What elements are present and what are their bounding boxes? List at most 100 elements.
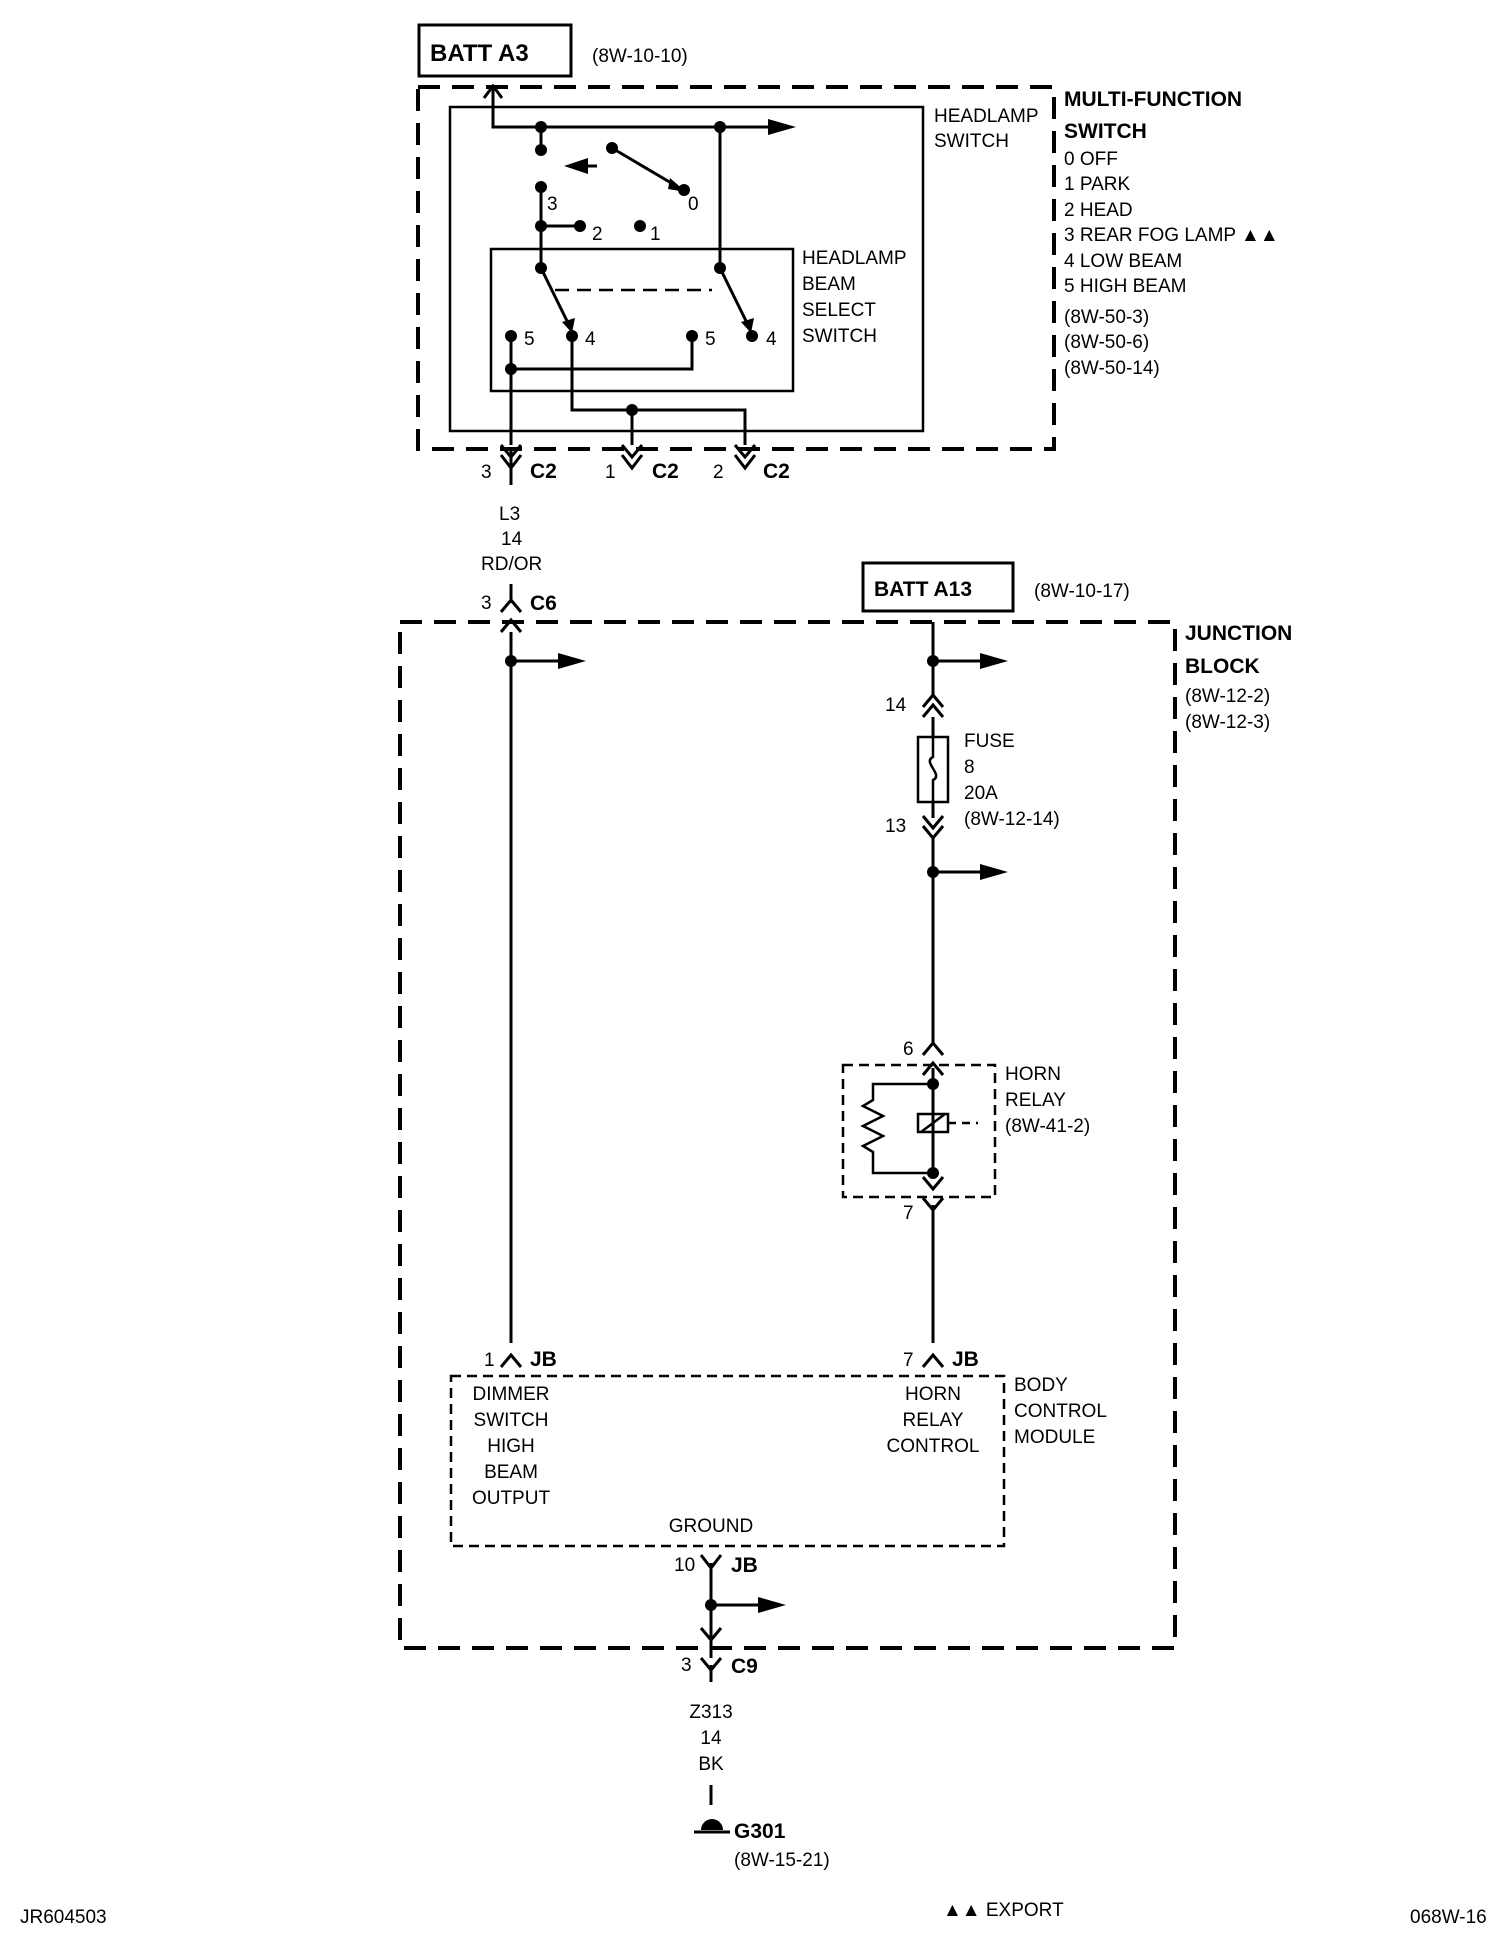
fuse-label-4: (8W-12-14) <box>964 809 1060 830</box>
junction-block-title-2: BLOCK <box>1185 655 1260 678</box>
horn-relay-label-3: (8W-41-2) <box>1005 1116 1090 1137</box>
contact-label-5b: 5 <box>705 329 716 350</box>
fuse-pin-top: 14 <box>885 695 907 716</box>
ground-wire <box>699 1554 786 1805</box>
beam-select-label-1: HEADLAMP <box>802 248 907 269</box>
c6-pin: 3 <box>481 593 492 614</box>
c2-connector-1 <box>620 444 644 471</box>
bcm-title-2: CONTROL <box>1014 1401 1107 1422</box>
wire-z313-color: BK <box>698 1754 724 1775</box>
fuse-pin-bottom: 13 <box>885 816 906 837</box>
c2-name-1: C2 <box>652 460 679 483</box>
headlamp-switch-label-2: SWITCH <box>934 131 1009 152</box>
bcm-horn-line-2: RELAY <box>903 1410 964 1431</box>
mfs-position-1: 1 PARK <box>1064 174 1131 195</box>
batt-a3-label: BATT A3 <box>430 40 529 67</box>
bcm-horn-line-1: HORN <box>905 1384 961 1405</box>
bcm-dimmer-line-4: BEAM <box>484 1462 538 1483</box>
c2-connector-2 <box>733 444 757 471</box>
wire-l3-gauge: 14 <box>501 529 523 550</box>
junction-block-ref-1: (8W-12-2) <box>1185 686 1270 707</box>
bcm-jb-right-pin: 7 <box>903 1350 914 1371</box>
beam-select-switch-box <box>489 247 795 393</box>
wire-z313-gauge: 14 <box>700 1728 722 1749</box>
c2-pin-1: 1 <box>605 462 616 483</box>
beam-select-label-3: SELECT <box>802 300 876 321</box>
mfs-position-2: 2 HEAD <box>1064 200 1133 221</box>
headlamp-switch-label-1: HEADLAMP <box>934 106 1039 127</box>
bcm-jb-left-pin: 1 <box>484 1350 495 1371</box>
batt-a13-ref: (8W-10-17) <box>1034 581 1130 602</box>
junction-block-boundary <box>398 620 1177 1650</box>
junction-block-title-1: JUNCTION <box>1185 622 1292 645</box>
beam-select-label-2: BEAM <box>802 274 856 295</box>
body-control-module-box <box>449 1374 1006 1548</box>
bcm-dimmer-line-1: DIMMER <box>472 1384 549 1405</box>
c9-pin: 3 <box>681 1655 692 1676</box>
wire-l3-circuit: L3 <box>499 504 520 525</box>
batt-a13-label: BATT A13 <box>874 578 972 601</box>
bcm-dimmer-line-2: SWITCH <box>474 1410 549 1431</box>
g301-ref: (8W-15-21) <box>734 1850 830 1871</box>
bcm-dimmer-line-3: HIGH <box>487 1436 535 1457</box>
fuse-label-3: 20A <box>964 783 998 804</box>
horn-relay-pin-top: 6 <box>903 1039 914 1060</box>
footer-left-id: JR604503 <box>20 1907 107 1928</box>
contact-label-4b: 4 <box>766 329 777 350</box>
batt-a3-ref: (8W-10-10) <box>592 46 688 67</box>
batt-a13-box <box>861 561 1015 613</box>
contact-label-0: 0 <box>688 194 699 215</box>
c2-name-2: C2 <box>763 460 790 483</box>
horn-relay-label-1: HORN <box>1005 1064 1061 1085</box>
wire-z313-circuit: Z313 <box>689 1702 732 1723</box>
bcm-jb-right-name: JB <box>952 1348 979 1371</box>
fuse-label-2: 8 <box>964 757 975 778</box>
wire-l3-color: RD/OR <box>481 554 542 575</box>
dimmer-wire <box>505 632 586 1343</box>
contact-label-5a: 5 <box>524 329 535 350</box>
horn-relay-pin-bottom: 7 <box>903 1203 914 1224</box>
fuse-8 <box>916 735 1008 1043</box>
c6-name: C6 <box>530 592 557 615</box>
batt-a3-feed <box>482 83 796 265</box>
bcm-title-1: BODY <box>1014 1375 1068 1396</box>
mfs-position-0: 0 OFF <box>1064 149 1118 170</box>
bcm-jb-connectors <box>499 1352 945 1368</box>
contact-label-4a: 4 <box>585 329 596 350</box>
junction-block-ref-2: (8W-12-3) <box>1185 712 1270 733</box>
mfs-ref-2: (8W-50-6) <box>1064 332 1149 353</box>
batt-a3-box <box>417 23 573 78</box>
contact-label-2: 2 <box>592 224 603 245</box>
rotary-switch-contacts <box>535 142 690 268</box>
mfs-ref-3: (8W-50-14) <box>1064 358 1160 379</box>
bcm-dimmer-line-5: OUTPUT <box>472 1488 551 1509</box>
bcm-jb-ground-pin: 10 <box>674 1555 695 1576</box>
mfs-title-2: SWITCH <box>1064 120 1147 143</box>
bcm-horn-line-3: CONTROL <box>887 1436 980 1457</box>
ground-g301-symbol <box>694 1819 730 1834</box>
fuse-label-1: FUSE <box>964 731 1015 752</box>
bcm-title-3: MODULE <box>1014 1427 1095 1448</box>
headlamp-switch-box <box>448 105 925 433</box>
mfs-position-3: 3 REAR FOG LAMP ▲▲ <box>1064 225 1279 246</box>
c2-name-3: C2 <box>530 460 557 483</box>
mfs-title-1: MULTI-FUNCTION <box>1064 88 1242 111</box>
beam-select-contacts <box>505 262 758 445</box>
horn-relay-label-2: RELAY <box>1005 1090 1066 1111</box>
batt-a13-feed <box>921 622 1008 737</box>
contact-label-3: 3 <box>547 194 558 215</box>
footer-right-id: 068W-16 <box>1410 1907 1487 1928</box>
c6-connector <box>499 584 523 633</box>
mfs-position-5: 5 HIGH BEAM <box>1064 276 1186 297</box>
contact-label-1: 1 <box>650 224 661 245</box>
bcm-ground-label: GROUND <box>669 1516 753 1537</box>
mfs-position-4: 4 LOW BEAM <box>1064 251 1182 272</box>
horn-relay <box>841 1040 997 1343</box>
bcm-jb-left-name: JB <box>530 1348 557 1371</box>
footer-export-note: ▲▲ EXPORT <box>943 1900 1064 1921</box>
c2-pin-2: 2 <box>713 462 724 483</box>
beam-select-label-4: SWITCH <box>802 326 877 347</box>
multi-function-switch-boundary <box>416 85 1056 451</box>
c9-name: C9 <box>731 1655 758 1678</box>
